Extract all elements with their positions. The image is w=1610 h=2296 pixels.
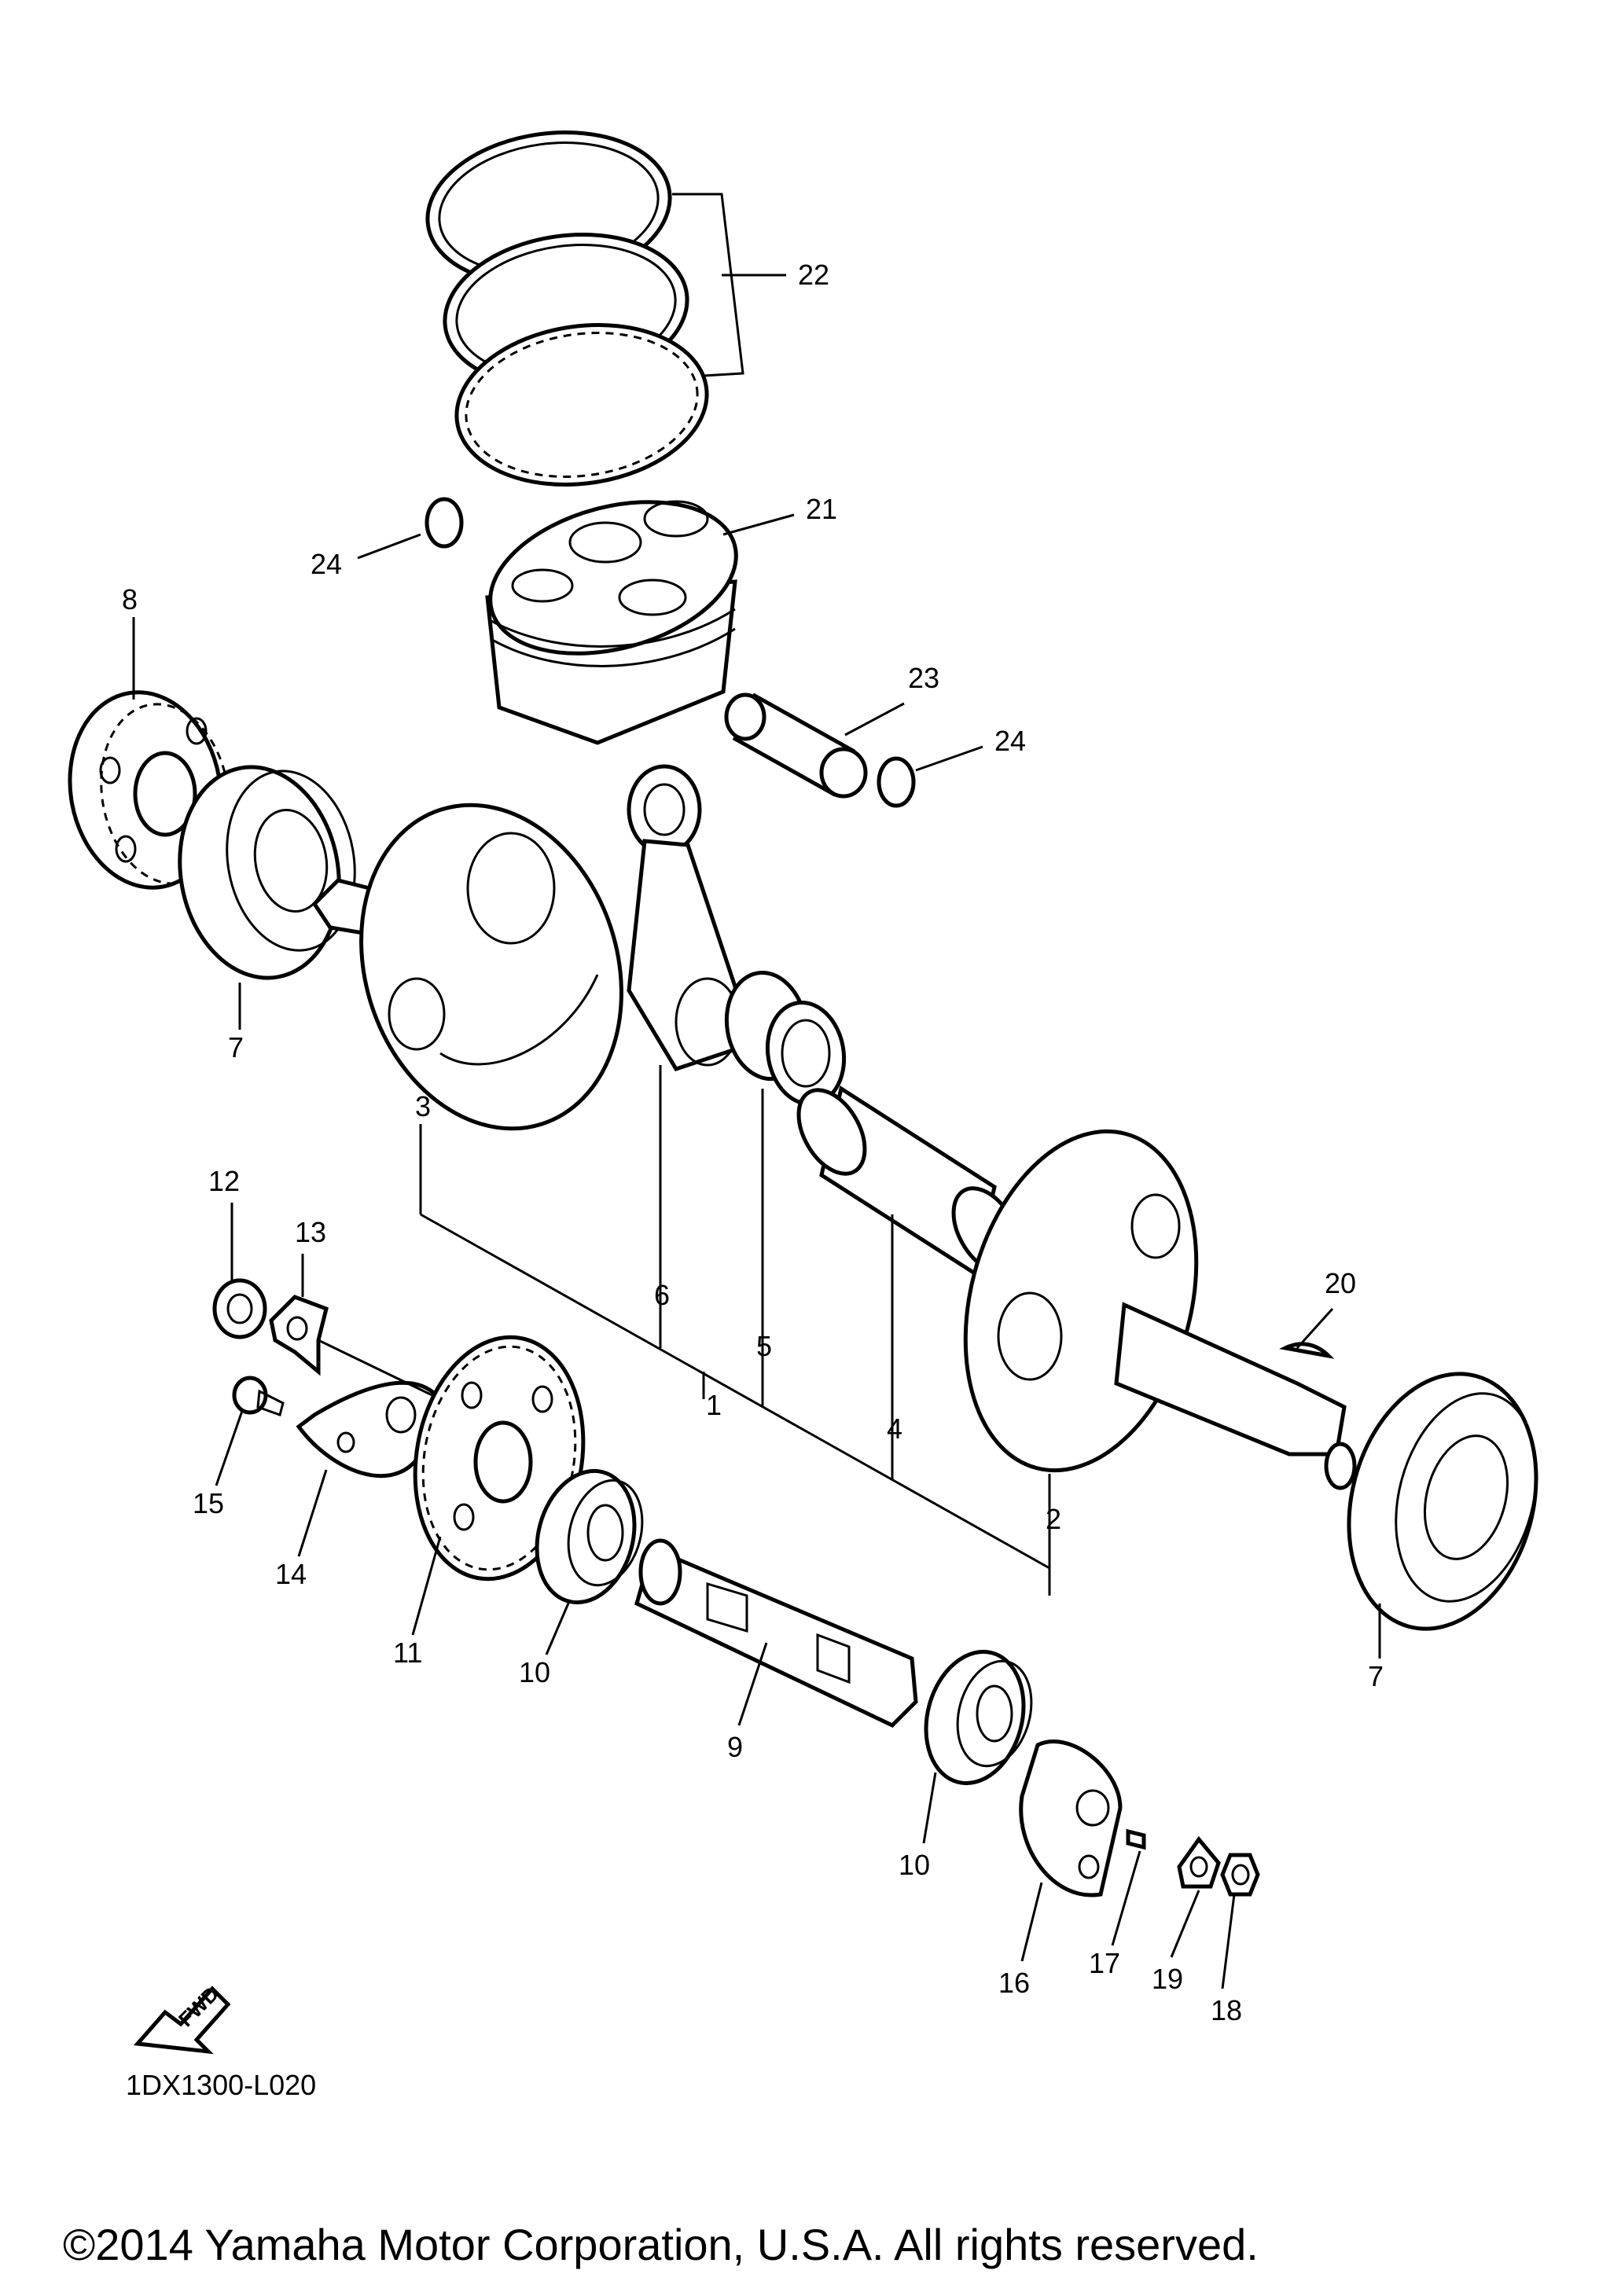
leader-23 (844, 702, 905, 737)
woodruff-key (1279, 1342, 1335, 1359)
nut-12 (212, 1278, 267, 1339)
callout-19: 19 (1152, 1963, 1183, 1995)
callout-18: 18 (1211, 1994, 1242, 2026)
callout-1: 1 (706, 1389, 722, 1421)
connecting-rod (627, 764, 749, 1072)
key-17 (1126, 1828, 1146, 1850)
callout-7-left: 7 (228, 1031, 244, 1064)
copyright-notice: ©2014 Yamaha Motor Corporation, U.S.A. A… (63, 2220, 1259, 2269)
piston (485, 500, 738, 745)
bracket-1 (420, 1213, 1051, 1596)
bearing-10-lower (924, 1649, 1033, 1786)
callout-7-right: 7 (1368, 1660, 1384, 1692)
callout-9: 9 (727, 1731, 743, 1763)
callout-2: 2 (1046, 1503, 1061, 1535)
callout-10-upper: 10 (519, 1656, 550, 1688)
needle-bearing (724, 970, 847, 1107)
callout-14: 14 (275, 1558, 307, 1590)
piston-ring-set (425, 130, 709, 487)
callout-22: 22 (798, 259, 829, 291)
circlip-right (877, 756, 916, 808)
callout-3: 3 (415, 1090, 431, 1122)
bearing-right (1347, 1372, 1538, 1631)
callout-15: 15 (193, 1487, 224, 1519)
callout-24-right: 24 (994, 725, 1026, 757)
callout-11: 11 (393, 1637, 422, 1669)
leader-22 (672, 193, 744, 377)
callout-24-left: 24 (311, 548, 342, 580)
callout-10-lower: 10 (899, 1849, 930, 1881)
balancer-weight-16 (1019, 1739, 1123, 1897)
diagram-code: 1DX1300-L020 (126, 2069, 316, 2101)
piston-pin (724, 692, 868, 799)
bolt-15 (232, 1376, 285, 1416)
bearing-left (178, 765, 356, 980)
callout-labels: 1 2 3 4 5 6 7 7 8 9 10 10 11 12 13 14 15… (122, 259, 1384, 2026)
callout-6: 6 (654, 1279, 670, 1311)
balancer-shaft-9 (634, 1538, 918, 1728)
circlip-left (425, 497, 464, 549)
nut-18 (1220, 1853, 1260, 1897)
callout-13: 13 (295, 1216, 326, 1248)
leader-21 (722, 513, 795, 536)
callout-4: 4 (887, 1412, 902, 1445)
callout-12: 12 (208, 1165, 240, 1197)
callout-20: 20 (1325, 1267, 1356, 1299)
crank-half-left (311, 803, 623, 1131)
fwd-arrow-icon: FWD (133, 1982, 231, 2055)
crank-half-right (963, 1129, 1357, 1490)
callout-16: 16 (998, 1967, 1030, 1999)
callout-17: 17 (1089, 1947, 1120, 1979)
callout-23: 23 (908, 662, 939, 694)
callout-8: 8 (122, 583, 138, 615)
lock-washer-19 (1177, 1835, 1221, 1889)
lock-washer-13 (269, 1295, 329, 1376)
bearing-10-upper (535, 1468, 644, 1605)
callout-5: 5 (756, 1330, 772, 1362)
callout-21: 21 (806, 493, 837, 525)
